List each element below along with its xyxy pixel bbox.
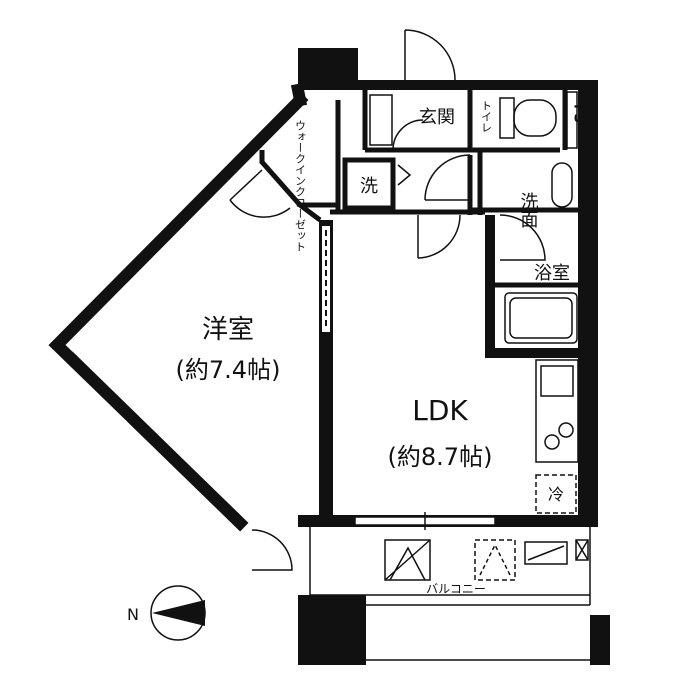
interior-walls xyxy=(259,90,578,288)
ldk-door xyxy=(417,214,461,259)
bathtub-inner xyxy=(509,297,573,339)
kitchen-sink xyxy=(540,365,574,397)
stove-burner xyxy=(544,434,560,450)
shoe-box xyxy=(369,94,393,146)
stove-burner xyxy=(558,422,574,438)
front-door xyxy=(404,29,456,81)
laundry-pan xyxy=(397,164,412,186)
toilet-tank xyxy=(499,97,515,139)
ps-box xyxy=(566,91,578,149)
fridge-label: 冷 xyxy=(548,485,564,504)
washroom-label: 洗面 xyxy=(518,192,539,228)
water-heater xyxy=(524,541,568,565)
bath-door xyxy=(499,214,546,261)
wash-door xyxy=(424,154,471,201)
balcony-door xyxy=(251,529,293,571)
door-swings xyxy=(229,29,546,571)
balcony-label: バルコニー xyxy=(426,582,486,596)
western-room-name: 洋室 xyxy=(202,315,254,345)
ldk-name: LDK xyxy=(412,394,468,427)
pillar-bottom-left xyxy=(298,595,366,665)
meter-box xyxy=(575,539,589,561)
western-room-size: (約7.4帖) xyxy=(176,356,281,384)
ldk-size: (約8.7帖) xyxy=(388,443,493,471)
walk-in-closet-label: ウォークインクローゼット xyxy=(294,120,307,252)
bathtub xyxy=(504,292,578,344)
balcony xyxy=(309,512,591,661)
compass: N xyxy=(127,585,206,641)
compass-north-label: N xyxy=(127,605,139,624)
pillar-bottom-right xyxy=(590,615,610,665)
western-room-door xyxy=(229,169,291,218)
fridge-space xyxy=(535,474,577,514)
toilet-bowl xyxy=(513,99,557,137)
western-room-walls xyxy=(48,82,309,532)
kitchen-counter xyxy=(535,359,579,463)
sliding-door-western xyxy=(320,224,332,334)
entrance-label: 玄関 xyxy=(419,107,455,128)
bathroom-label: 浴室 xyxy=(534,263,570,284)
angled-window xyxy=(71,351,243,519)
entrance-door xyxy=(392,119,424,151)
compass-arrow xyxy=(152,600,205,626)
pillar-top-left xyxy=(298,48,358,90)
wash-basin xyxy=(551,162,573,208)
laundry-label: 洗 xyxy=(360,176,378,197)
ps-label: PS xyxy=(571,104,586,123)
fixtures xyxy=(369,91,579,514)
ac-unit-option xyxy=(474,539,516,581)
toilet-label: トイレ xyxy=(480,100,493,133)
ac-unit xyxy=(384,539,431,581)
